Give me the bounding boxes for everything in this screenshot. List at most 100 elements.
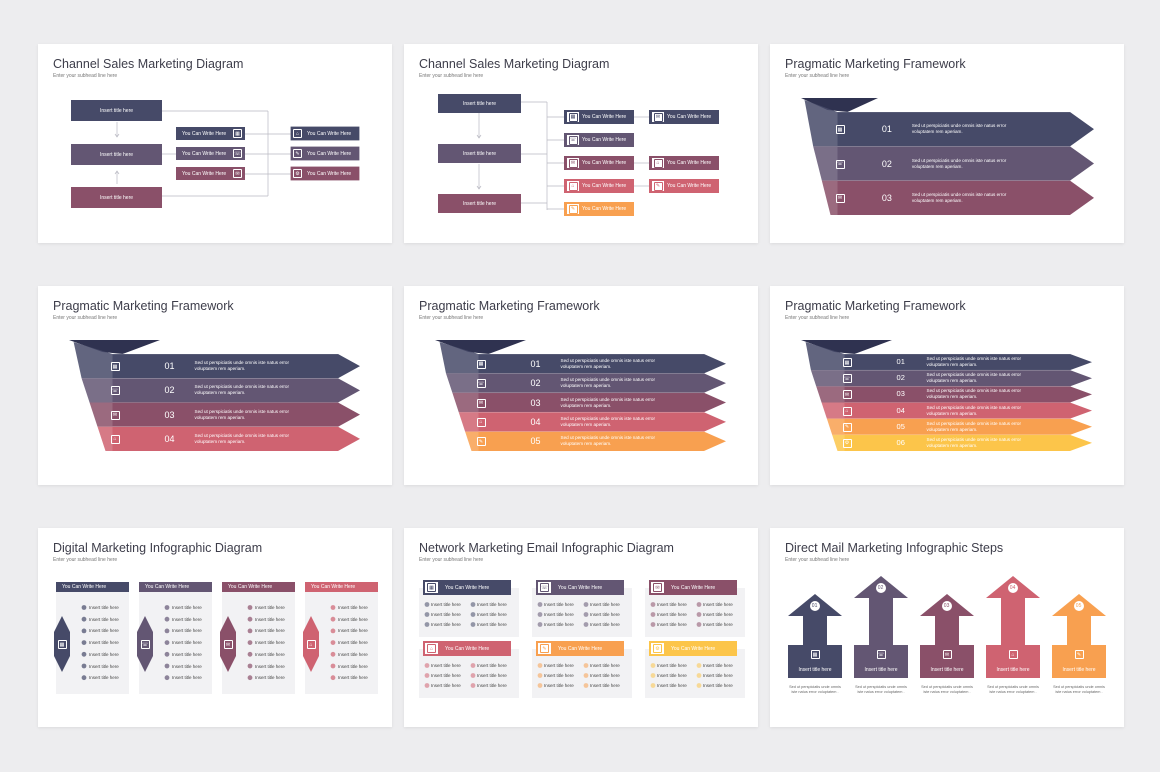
step-description: Sed ut perspiciatis unde omnis iste natu… [560,415,656,427]
bullet-icon [247,640,253,645]
slide-channel-sales-1[interactable]: Channel Sales Marketing Diagram Enter yo… [38,44,392,243]
step-number: 05 [896,421,905,431]
icon-tile [567,158,579,168]
bullet-icon [81,605,87,610]
card-header[interactable]: You Can Write Here [558,645,603,652]
bullet-icon [81,616,87,622]
step-caption: Sed ut perspiciatis unde omnis iste natu… [1053,685,1105,694]
step-description: Sed ut perspiciatis unde omnis iste natu… [911,123,1007,135]
step-number: 02 [896,373,905,383]
card-item: Insert title here [544,673,574,678]
line-icon: ✎ [1074,650,1084,659]
card-header[interactable]: You Can Write Here [671,645,716,652]
column-arrow [220,616,236,672]
card-header[interactable]: You Can Write Here [445,645,490,652]
step-label: Insert title here [930,667,964,673]
step-number-circle [876,583,886,593]
slide-pragmatic-3[interactable]: Pragmatic Marketing Framework Enter your… [770,44,1124,243]
bullet-icon [537,622,543,627]
bullet-icon [247,628,253,634]
title-box: Insert title here [71,144,162,165]
slide-title: Channel Sales Marketing Diagram [53,57,244,71]
icon-tile [652,181,664,191]
line-icon: ⌂ [110,434,120,444]
card-item: Insert title here [431,663,461,668]
bullet-icon [81,663,87,669]
slide-direct-mail[interactable]: Direct Mail Marketing Infographic Steps … [770,528,1124,727]
funnel-layer-left [97,426,113,451]
channel-box: You Can Write Here [291,147,359,160]
channel-box-bg [649,156,719,170]
card-item: Insert title here [431,622,461,627]
channel-box-bg [564,202,634,216]
step-number: 05 [1075,603,1082,609]
funnel-layer-left [465,431,479,451]
slide-digital-marketing[interactable]: Digital Marketing Infographic Diagram En… [38,528,392,727]
bullet-icon [247,651,253,657]
slide-pragmatic-4[interactable]: Pragmatic Marketing Framework Enter your… [38,286,392,485]
column-header[interactable]: You Can Write Here [305,582,378,592]
channel-box-bg [649,179,719,193]
bullet-icon [247,616,253,622]
bullet-icon [470,622,476,627]
step-number: 06 [896,437,905,447]
column-header[interactable]: You Can Write Here [139,582,212,592]
bullet-icon [81,640,87,645]
diagram-graphics [801,340,1092,451]
line-icon: ⌂ [427,644,436,653]
line-icon: ⌂ [1008,650,1018,659]
bullet-icon [164,616,170,622]
funnel-layer-left [452,392,479,413]
step-label: Insert title here [864,667,898,673]
funnel-band [112,426,360,451]
column-arrow [303,616,319,672]
slide-subtitle: Enter your subhead line here [785,557,850,563]
slide-subtitle: Enter your subhead line here [53,557,118,563]
column-header[interactable]: You Can Write Here [222,582,295,592]
line-icon: ☏ [110,386,120,396]
step-description: Sed ut perspiciatis unde omnis iste natu… [194,360,290,372]
bullet-icon [583,673,589,678]
card-item: Insert title here [590,622,620,627]
line-icon: ✎ [293,149,302,158]
bullet-icon [81,628,87,634]
column-item: Insert title here [172,640,202,646]
funnel-band [844,418,1092,435]
step-number: 04 [164,433,175,444]
line-icon: ☏ [568,135,578,145]
slide-network-marketing[interactable]: Network Marketing Email Infographic Diag… [404,528,758,727]
step-arrow [986,576,1040,645]
step-number: 01 [811,603,818,609]
line-icon: ✉ [653,112,663,122]
bullet-icon [424,622,430,627]
funnel-layer-left [821,402,845,419]
card-header[interactable]: You Can Write Here [558,584,603,591]
funnel-layer-left [826,418,845,435]
line-icon: ✉ [476,398,486,408]
card-item: Insert title here [477,622,507,627]
card-item: Insert title here [431,602,461,607]
column-header[interactable]: You Can Write Here [56,582,129,592]
step-number-circle [1008,583,1018,593]
icon-tile [538,643,551,654]
card-item: Insert title here [657,602,687,607]
step-description: Sed ut perspiciatis unde omnis iste natu… [560,435,656,447]
step-description: Sed ut perspiciatis unde omnis iste natu… [911,191,1007,203]
card-header[interactable]: You Can Write Here [671,584,716,591]
funnel-top [801,340,892,354]
channel-box: You Can Write Here [176,127,245,140]
card-item: Insert title here [544,602,574,607]
bullet-icon [696,602,702,607]
icon-tile [652,158,664,168]
line-icon: ✉ [110,410,120,420]
card-header[interactable]: You Can Write Here [445,584,490,591]
slide-title: Pragmatic Marketing Framework [53,299,234,313]
slide-channel-sales-2[interactable]: Channel Sales Marketing Diagram Enter yo… [404,44,758,243]
slide-pragmatic-5[interactable]: Pragmatic Marketing Framework Enter your… [404,286,758,485]
line-icon: ⌂ [476,417,486,427]
bullet-icon [424,683,430,688]
column-item: Insert title here [255,628,285,634]
funnel-layer-left [813,146,838,181]
column-arrow [137,616,153,672]
slide-pragmatic-6[interactable]: Pragmatic Marketing Framework Enter your… [770,286,1124,485]
